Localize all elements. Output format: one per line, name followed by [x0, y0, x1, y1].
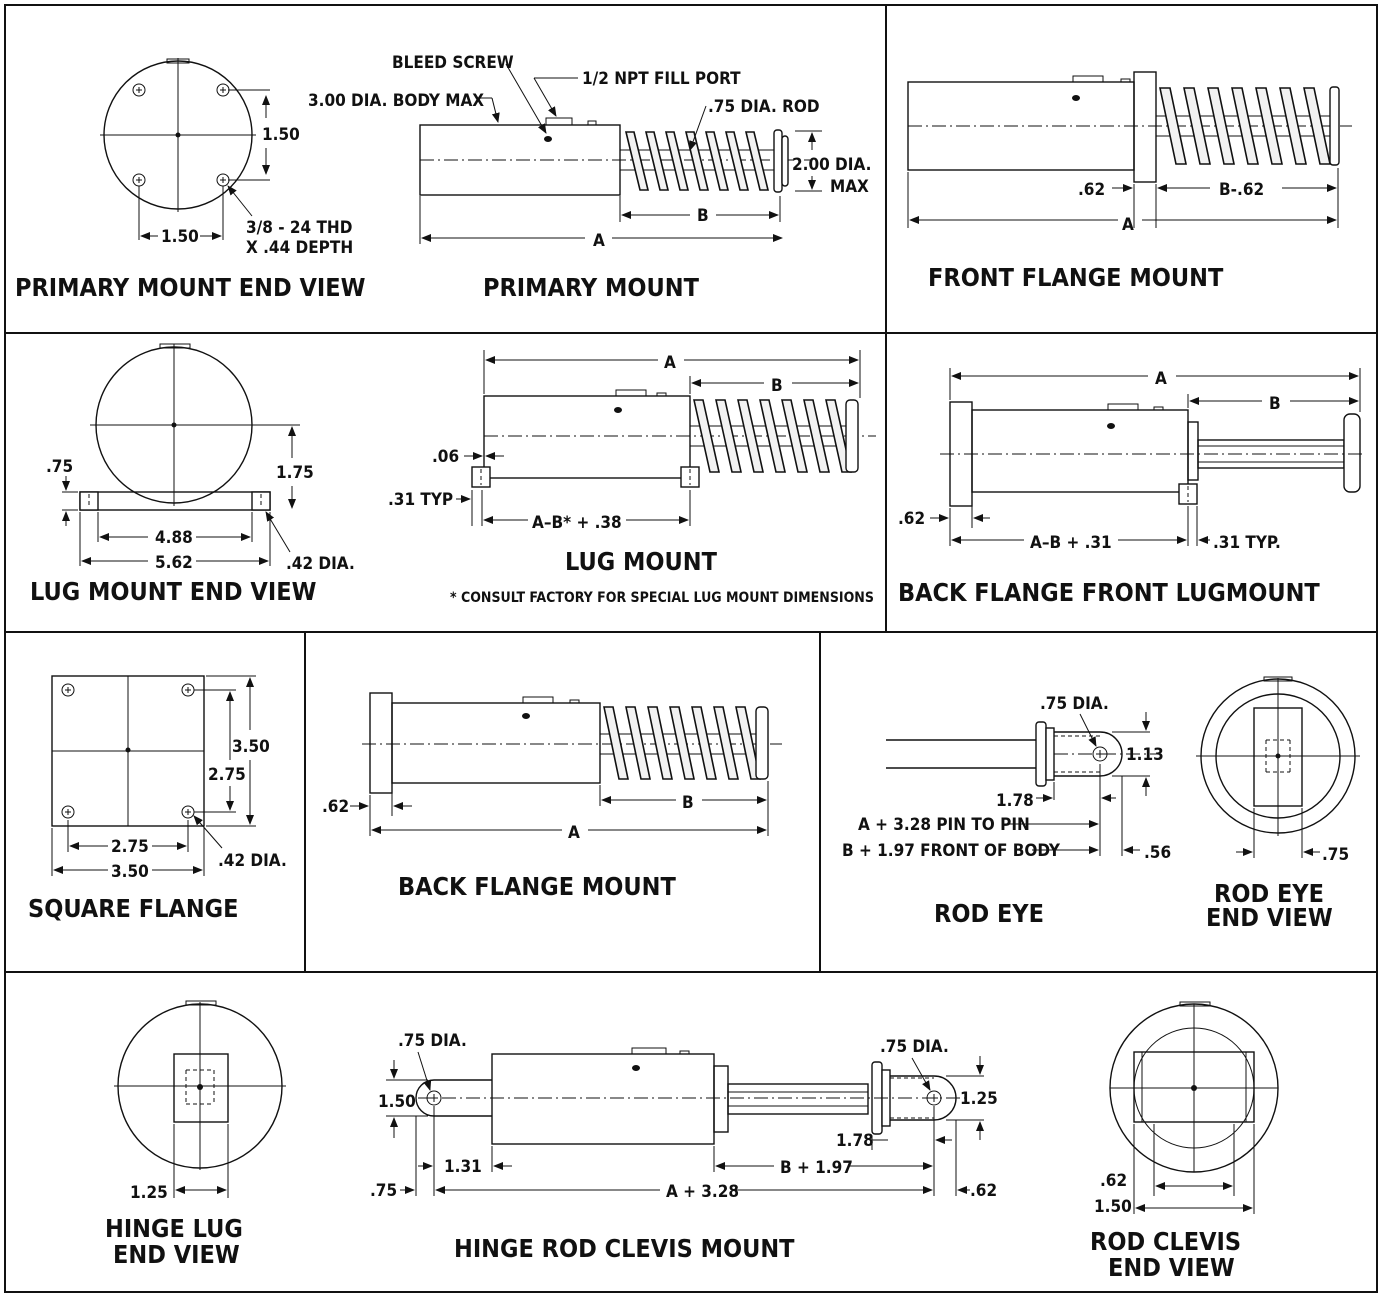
back-flange-mount-title: BACK FLANGE MOUNT [398, 872, 676, 901]
rod-clevis-outer-width: 1.50 [1094, 1197, 1132, 1217]
rod-eye-title: ROD EYE [934, 899, 1044, 928]
front-flange-mount: .62 B-.62 A FRONT FLANGE MOUNT [907, 71, 1352, 292]
rod-eye-offset: .56 [1144, 843, 1171, 863]
back-flange-mount: .62 B A BACK FLANGE MOUNT [322, 692, 782, 901]
rod-dia-label: .75 DIA. ROD [708, 97, 820, 117]
clevis-left-end-dim: .75 [370, 1181, 397, 1201]
bflug-b-dim: B [1269, 394, 1281, 414]
square-hole-dia: .42 DIA. [218, 851, 287, 871]
lug-end-vertical-dim: 1.75 [276, 463, 314, 483]
lug-b-dim: B [771, 376, 783, 396]
rod-eye-pin-dia: .75 DIA. [1040, 694, 1109, 714]
front-flange-mount-title: FRONT FLANGE MOUNT [928, 263, 1224, 292]
clevis-right-pin-dia: .75 DIA. [880, 1037, 949, 1057]
bflug-typ-dim: .31 TYP. [1213, 533, 1281, 553]
primary-dia-line-2: MAX [830, 177, 869, 197]
square-flange-title: SQUARE FLANGE [28, 894, 239, 923]
clevis-left-height: 1.50 [378, 1092, 416, 1112]
primary-b-dim: B [697, 206, 709, 226]
back-flange-a-dim: A [568, 823, 580, 843]
rod-clevis-end-view: .62 1.50 ROD CLEVIS END VIEW [1090, 1001, 1279, 1282]
back-flange-thickness: .62 [322, 797, 349, 817]
rod-eye-length: 1.78 [996, 791, 1034, 811]
front-flange-a-dim: A [1122, 215, 1134, 235]
primary-mount-end-view: 1.50 1.50 3/8 - 24 THD X .44 DEPTH PRIMA… [15, 58, 366, 302]
lug-mount: A B .06 .31 TYP A–B* + .38 LUG MOUNT * C… [388, 350, 876, 606]
rod-eye-front-of-body: B + 1.97 FRONT OF BODY [842, 841, 1061, 861]
primary-dia-line-1: 2.00 DIA. [792, 155, 871, 175]
rod-eye-end-title-2: END VIEW [1206, 903, 1333, 932]
rod-eye-end-view: .75 ROD EYE END VIEW [1196, 676, 1360, 932]
clevis-right-height: 1.25 [960, 1089, 998, 1109]
primary-mount-end-view-title: PRIMARY MOUNT END VIEW [15, 273, 366, 302]
rod-eye-pin-to-pin: A + 3.28 PIN TO PIN [858, 815, 1030, 835]
primary-mount: 2.00 DIA. MAX BLEED SCREW 1/2 NPT FILL P… [308, 53, 871, 302]
rod-eye-height: 1.13 [1126, 745, 1164, 765]
lug-footnote: * CONSULT FACTORY FOR SPECIAL LUG MOUNT … [450, 590, 874, 606]
lug-end-height: .75 [46, 457, 73, 477]
panel-frames [4, 4, 1378, 1293]
primary-mount-title: PRIMARY MOUNT [483, 273, 700, 302]
front-flange-spring [1159, 87, 1331, 165]
bflug-a-dim: A [1155, 369, 1167, 389]
square-horizontal-inner: 2.75 [111, 837, 149, 857]
fill-port-label: 1/2 NPT FILL PORT [582, 69, 741, 89]
clevis-right-end-dim: .62 [970, 1181, 997, 1201]
clevis-a-dim: A + 3.28 [666, 1182, 739, 1202]
primary-a-dim: A [593, 231, 605, 251]
hinge-lug-end-view: 1.25 HINGE LUG END VIEW [105, 1000, 286, 1269]
rod-clevis-end-title-2: END VIEW [1108, 1253, 1235, 1282]
hinge-lug-width: 1.25 [130, 1183, 168, 1203]
thread-spec-line-2: X .44 DEPTH [246, 238, 353, 258]
front-flange-b-dim: B-.62 [1219, 180, 1264, 200]
body-dia-label: 3.00 DIA. BODY MAX [308, 91, 484, 111]
end-view-vertical-dim: 1.50 [262, 125, 300, 145]
back-flange-front-lugmount-title: BACK FLANGE FRONT LUGMOUNT [898, 578, 1320, 607]
clevis-left-offset: 1.31 [444, 1157, 482, 1177]
rod-clevis-end-title-1: ROD CLEVIS [1090, 1227, 1241, 1256]
lug-offset-dim: .06 [432, 447, 459, 467]
clevis-b-dim: B + 1.97 [780, 1158, 853, 1178]
clevis-rod-eye-length: 1.78 [836, 1131, 874, 1151]
primary-spring [624, 131, 770, 191]
hinge-lug-title-2: END VIEW [113, 1240, 240, 1269]
lug-spring [693, 399, 852, 473]
hinge-lug-title-1: HINGE LUG [105, 1214, 243, 1243]
lug-a-dim: A [664, 353, 676, 373]
thread-spec-line-1: 3/8 - 24 THD [246, 218, 352, 238]
bleed-screw-label: BLEED SCREW [392, 53, 514, 73]
lug-mount-end-view-title: LUG MOUNT END VIEW [30, 577, 317, 606]
back-flange-front-lugmount: A B .62 A–B + .31 .31 TYP. BACK FLANGE F… [898, 368, 1366, 607]
bflug-flange-dim: .62 [898, 509, 925, 529]
back-flange-spring [603, 706, 761, 780]
rod-eye: .75 DIA. 1.13 1.78 A + 3.28 PIN TO PIN B… [842, 694, 1171, 928]
lug-mount-end-view: .75 1.75 4.88 5.62 .42 DIA. LUG MOUNT EN… [30, 343, 355, 606]
lug-end-hole-dia: .42 DIA. [286, 554, 355, 574]
rod-clevis-inner-width: .62 [1100, 1171, 1127, 1191]
square-vertical-inner: 2.75 [208, 765, 246, 785]
rod-eye-end-title-1: ROD EYE [1214, 879, 1324, 908]
hinge-rod-clevis-mount-title: HINGE ROD CLEVIS MOUNT [454, 1234, 795, 1263]
square-horizontal-outer: 3.50 [111, 862, 149, 882]
front-flange-thickness: .62 [1078, 180, 1105, 200]
lug-typ-dim: .31 TYP [388, 490, 453, 510]
lug-formula-dim: A–B* + .38 [532, 513, 622, 533]
square-flange: 3.50 2.75 2.75 3.50 .42 DIA. SQUARE FLAN… [28, 675, 287, 923]
back-flange-b-dim: B [682, 793, 694, 813]
lug-end-outer-width: 5.62 [155, 553, 193, 573]
end-view-horizontal-dim: 1.50 [161, 227, 199, 247]
rod-eye-end-width: .75 [1322, 845, 1349, 865]
lug-end-inner-width: 4.88 [155, 528, 193, 548]
lug-mount-title: LUG MOUNT [565, 547, 718, 576]
clevis-left-pin-dia: .75 DIA. [398, 1031, 467, 1051]
square-vertical-outer: 3.50 [232, 737, 270, 757]
hinge-rod-clevis-mount: .75 DIA. 1.50 .75 DIA. 1.25 1.31 1.78 B … [370, 1031, 998, 1263]
bflug-formula-dim: A–B + .31 [1030, 533, 1112, 553]
